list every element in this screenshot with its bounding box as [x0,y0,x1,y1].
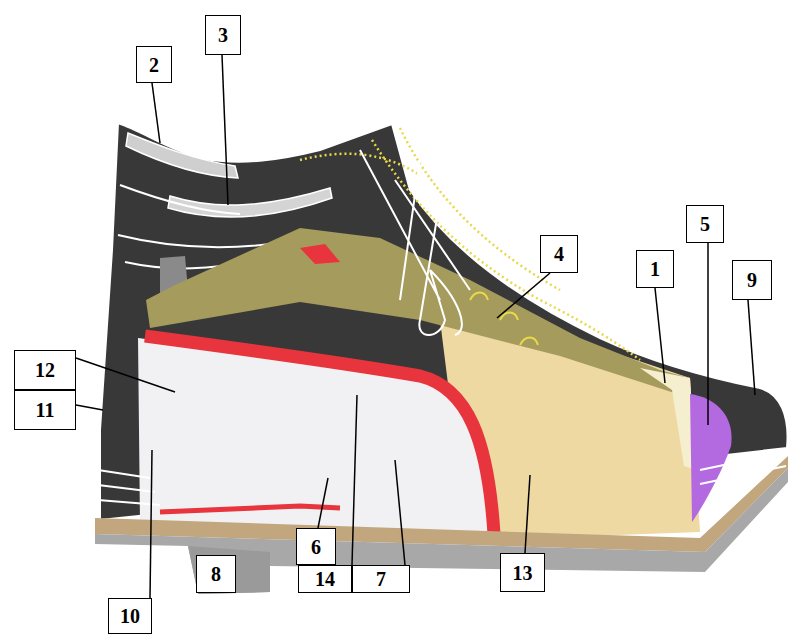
callout-number: 9 [747,270,757,290]
callout-number: 13 [513,563,533,583]
welt-stripes [700,452,786,484]
callout-box: 13 [500,553,545,592]
callout-box: 9 [732,260,772,300]
toe-puff-edge [640,368,696,470]
callout-number: 7 [376,569,386,589]
leader-lines [76,55,755,598]
callout-number: 14 [315,569,335,589]
callout-number: 1 [650,259,660,279]
callout-box: 4 [540,235,578,273]
laces [360,150,470,335]
callout-number: 6 [311,537,321,557]
callout-number: 10 [120,606,140,626]
eyelets [470,293,538,346]
toe-cap [690,394,732,522]
outsole [95,468,788,594]
callout-box: 11 [14,390,76,430]
callout-number: 4 [554,244,564,264]
callout-box: 3 [205,15,241,55]
callout-box: 10 [108,598,152,634]
callout-box: 14 [298,565,352,593]
callout-box: 6 [296,528,336,565]
red-band [145,336,494,534]
callout-box: 12 [14,350,76,390]
callout-box: 1 [636,250,674,288]
callout-number: 2 [149,55,159,75]
callout-box: 2 [136,46,172,83]
upper-band [168,188,332,217]
callout-number: 11 [36,400,55,420]
callout-box: 8 [196,555,236,593]
stitching [300,128,640,360]
heel-block [188,546,270,594]
tongue-red [300,244,340,264]
callout-number: 8 [211,564,221,584]
callout-number: 5 [700,214,710,234]
foam-layer [138,338,492,536]
callout-box: 5 [686,205,724,243]
lining-layer [146,228,690,398]
callout-number: 12 [35,360,55,380]
collar-lining [126,133,238,178]
callout-number: 3 [218,25,228,45]
callout-box: 7 [352,565,410,593]
red-insole-line [160,506,340,512]
